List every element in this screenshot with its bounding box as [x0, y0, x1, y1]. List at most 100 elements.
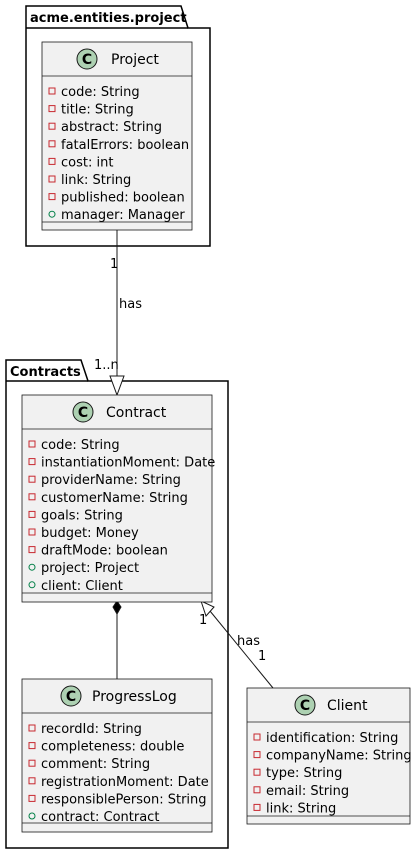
private-visibility-icon — [253, 768, 261, 776]
private-visibility-icon — [253, 751, 261, 759]
class-attribute-row: published: boolean — [48, 191, 185, 206]
private-visibility-icon — [48, 140, 56, 148]
target-multiplicity: 1..n — [94, 358, 119, 373]
class-attribute: identification: String — [266, 731, 398, 746]
class-attribute-row: registrationMoment: Date — [28, 775, 209, 790]
class-box — [41, 41, 193, 231]
relation-contract-client: 1 has 1 — [199, 600, 274, 689]
class-stereotype-letter: C — [78, 405, 88, 421]
class-attribute: type: String — [266, 766, 342, 781]
class-stereotype-letter: C — [82, 52, 92, 68]
class-attribute-row: abstract: String — [48, 120, 162, 135]
class-attributes: recordId: String completeness: double comm… — [28, 722, 209, 825]
class-attribute: comment: String — [41, 757, 150, 772]
class-attribute: draftMode: boolean — [41, 544, 168, 559]
public-visibility-icon — [28, 581, 36, 589]
class-attribute-row: link: String — [48, 173, 131, 188]
association-line — [209, 610, 274, 689]
class-attribute-row: budget: Money — [28, 526, 139, 541]
private-visibility-icon — [28, 528, 36, 536]
class-stereotype-letter: C — [300, 698, 310, 714]
private-visibility-icon — [48, 122, 56, 130]
private-visibility-icon — [28, 493, 36, 501]
class-stereotype-letter: C — [66, 689, 76, 705]
private-visibility-icon — [48, 193, 56, 201]
public-visibility-icon — [48, 210, 56, 218]
package-title: Contracts — [10, 365, 81, 380]
class-attribute-row: companyName: String — [253, 749, 412, 764]
hollow-arrowhead — [109, 375, 125, 397]
class-attribute-row: goals: String — [28, 508, 123, 523]
private-visibility-icon — [28, 742, 36, 750]
private-visibility-icon — [28, 475, 36, 483]
class-attribute: recordId: String — [41, 722, 142, 737]
class-attribute: customerName: String — [41, 491, 188, 506]
class-attribute: instantiationMoment: Date — [41, 456, 215, 471]
class-attribute-row: recordId: String — [28, 722, 142, 737]
private-visibility-icon — [28, 546, 36, 554]
class-attribute: manager: Manager — [61, 208, 185, 223]
class-attribute-row: providerName: String — [28, 473, 181, 488]
class-attribute: code: String — [41, 438, 120, 453]
class-attribute-row: email: String — [253, 784, 349, 799]
relation-project-contract: 1 has 1..n — [94, 230, 142, 397]
source-multiplicity: 1 — [199, 613, 207, 628]
class-stereotype-icon — [294, 694, 316, 716]
private-visibility-icon — [28, 510, 36, 518]
class-attribute: companyName: String — [266, 749, 412, 764]
private-visibility-icon — [48, 157, 56, 165]
class-attribute-row: fatalErrors: boolean — [48, 138, 189, 153]
target-multiplicity: 1 — [258, 649, 266, 664]
class-name: Project — [111, 52, 159, 68]
private-visibility-icon — [28, 440, 36, 448]
class-attribute: budget: Money — [41, 526, 139, 541]
class-attribute-row: project: Project — [28, 561, 139, 576]
class-attribute-row: responsiblePerson: String — [28, 792, 207, 807]
class-attribute: link: String — [61, 173, 131, 188]
class-attribute: registrationMoment: Date — [41, 775, 209, 790]
class-attribute: email: String — [266, 784, 349, 799]
public-visibility-icon — [28, 812, 36, 820]
class-stereotype-icon — [72, 401, 94, 423]
private-visibility-icon — [28, 794, 36, 802]
class-attribute-row: link: String — [253, 801, 336, 816]
class-attribute-row: completeness: double — [28, 740, 184, 755]
class-attribute: project: Project — [41, 561, 139, 576]
relation-label: has — [119, 297, 142, 312]
private-visibility-icon — [48, 175, 56, 183]
class-attribute: cost: int — [61, 155, 113, 170]
class-attribute: providerName: String — [41, 473, 181, 488]
class-attribute-row: contract: Contract — [28, 810, 159, 825]
class-client: C Client identification: String companyNa… — [246, 687, 412, 825]
private-visibility-icon — [48, 105, 56, 113]
class-attribute-row: client: Client — [28, 579, 123, 594]
class-name: ProgressLog — [92, 689, 177, 705]
class-name: Client — [327, 698, 368, 714]
class-attribute-row: identification: String — [253, 731, 398, 746]
class-stereotype-icon — [60, 685, 82, 707]
relation-contract-progresslog — [112, 600, 122, 679]
class-contract: C Contract code: String instantiationMome… — [21, 394, 215, 603]
class-attribute-row: cost: int — [48, 155, 113, 170]
hollow-arrowhead — [200, 600, 215, 617]
class-attribute: completeness: double — [41, 740, 184, 755]
class-attribute-row: comment: String — [28, 757, 150, 772]
private-visibility-icon — [28, 724, 36, 732]
class-name: Contract — [106, 405, 167, 421]
relation-label: has — [237, 634, 260, 649]
private-visibility-icon — [48, 87, 56, 95]
class-attribute-row: manager: Manager — [48, 208, 185, 223]
class-stereotype-icon — [76, 48, 98, 70]
public-visibility-icon — [28, 563, 36, 571]
class-attribute-row: type: String — [253, 766, 342, 781]
class-attribute-row: code: String — [28, 438, 120, 453]
class-attribute: fatalErrors: boolean — [61, 138, 189, 153]
private-visibility-icon — [253, 786, 261, 794]
class-attribute: abstract: String — [61, 120, 162, 135]
private-visibility-icon — [28, 759, 36, 767]
class-attribute-row: draftMode: boolean — [28, 544, 168, 559]
class-attribute: title: String — [61, 103, 134, 118]
